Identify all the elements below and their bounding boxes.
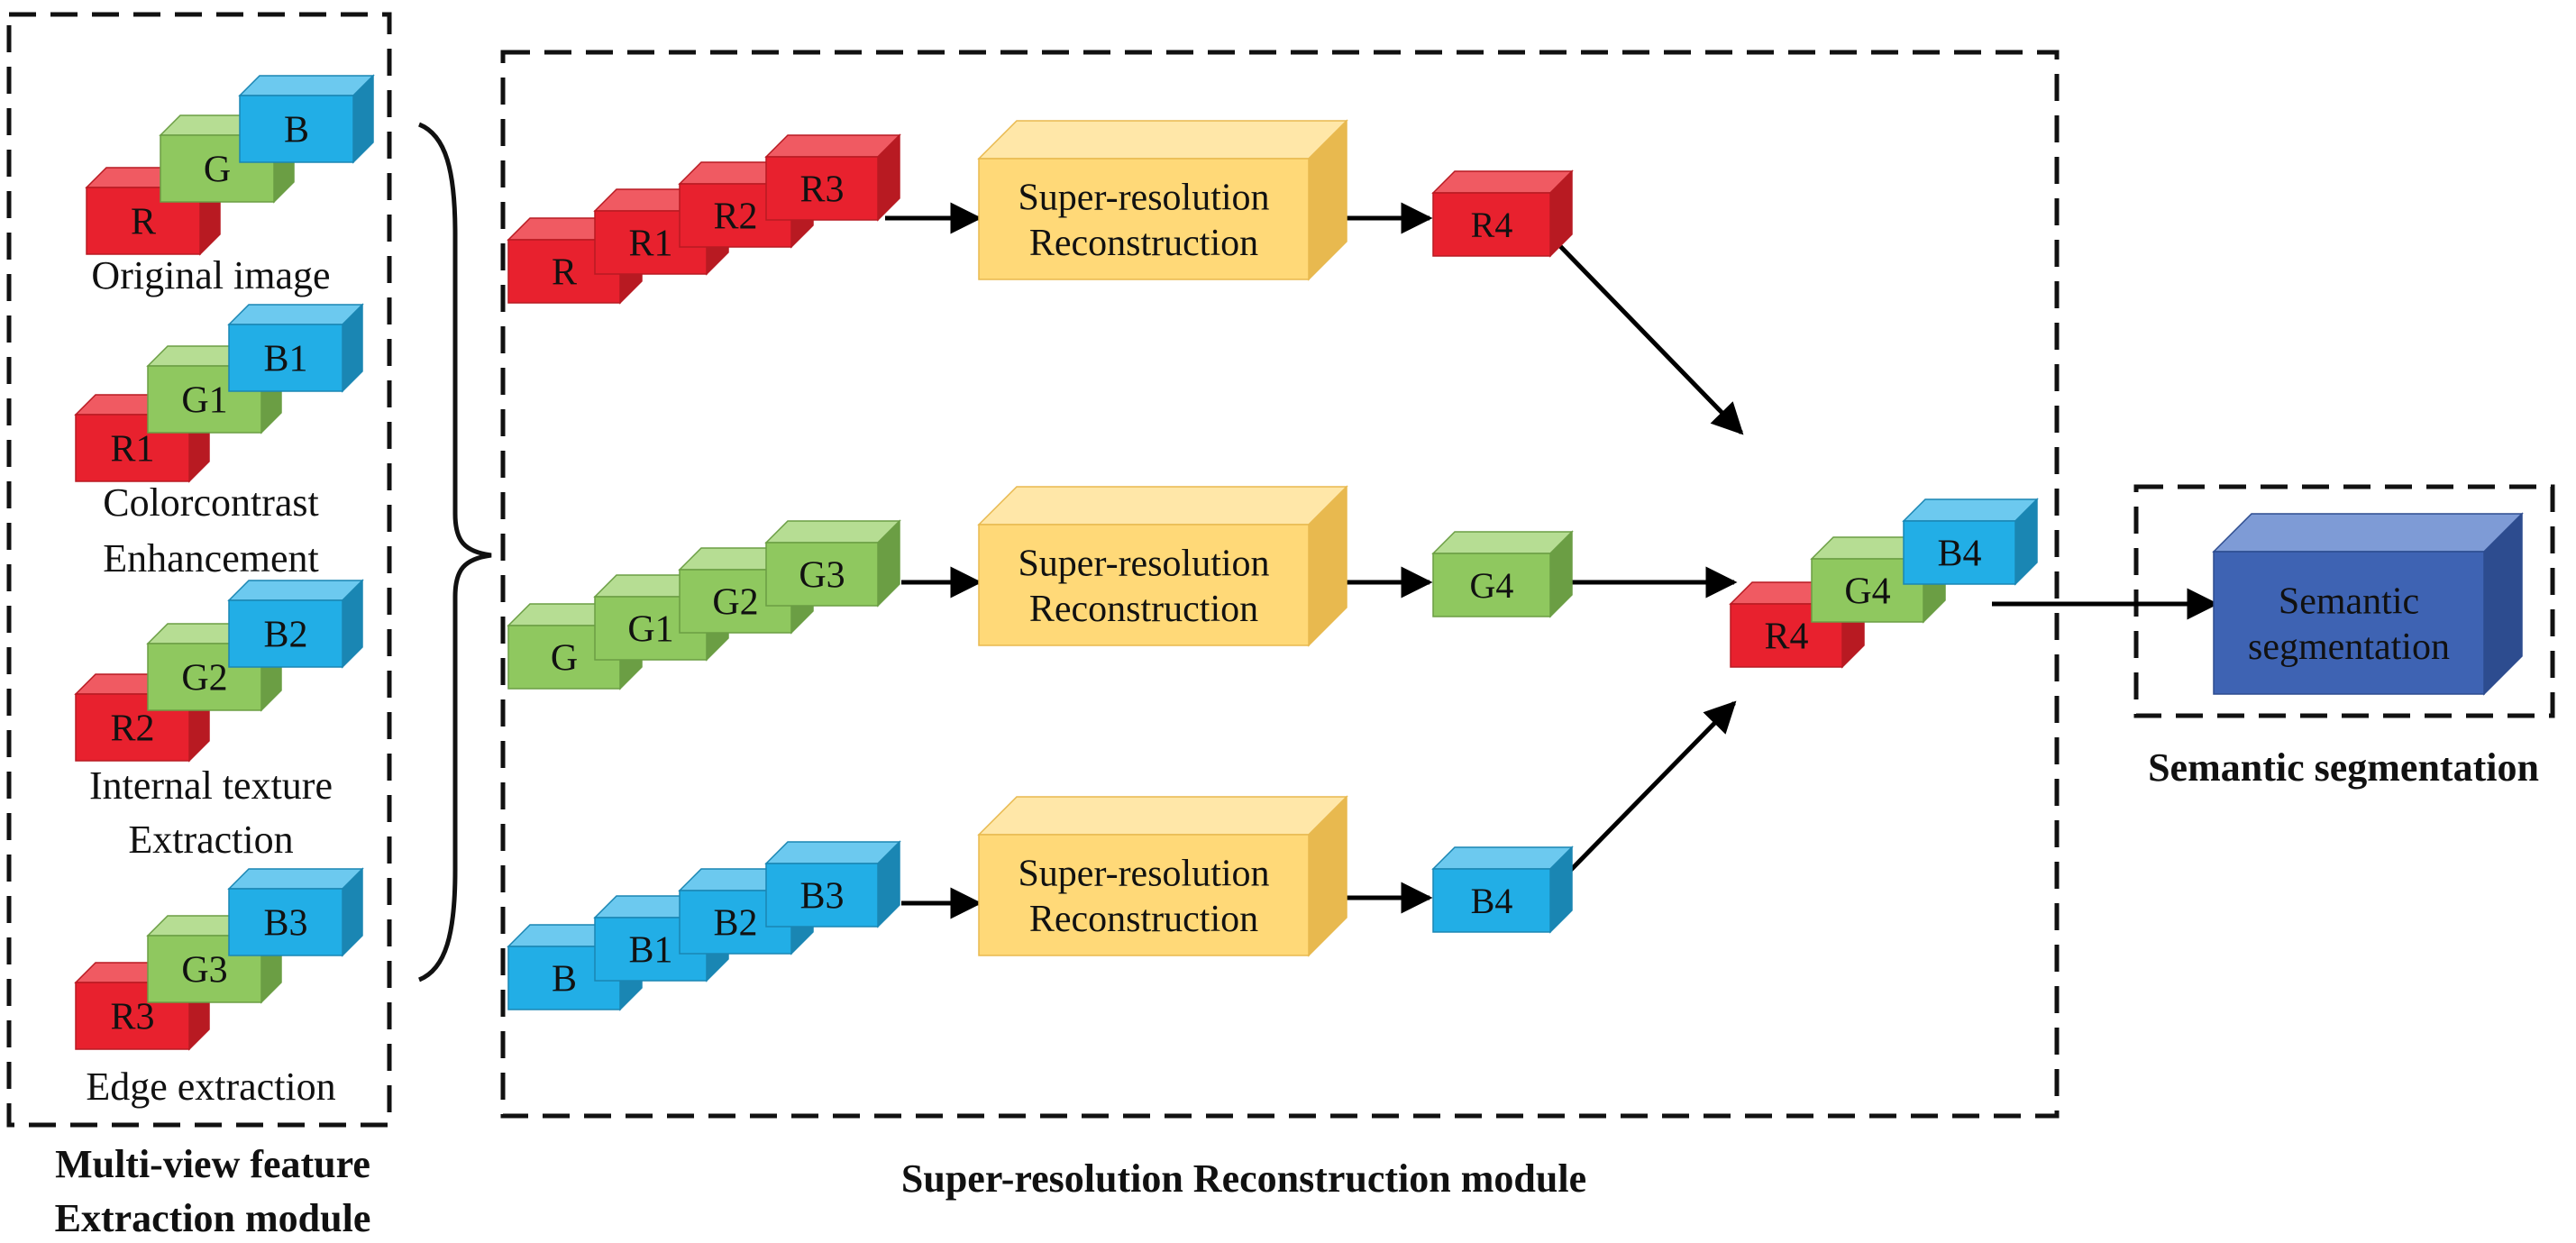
view3-cube-b3-label: B3 <box>263 903 307 945</box>
row-red-cube-r-label: R <box>552 252 577 294</box>
arrows <box>885 202 2219 919</box>
view-caption-texture-line2: Extraction <box>128 818 293 862</box>
merged-cube-r4-label: R4 <box>1764 617 1808 658</box>
row-red-cube-r3: R3 <box>764 133 901 222</box>
merged-cube-b4: B4 <box>1902 498 2039 586</box>
row-green-cube-g2-label: G2 <box>712 582 758 624</box>
row-blue-cube-b2-label: B2 <box>713 903 757 945</box>
view0-cube-b: B <box>238 74 375 164</box>
row-blue-cube-b3-label: B3 <box>799 876 844 918</box>
row-green-superres-block-label: Super-resolution <box>1018 544 1269 585</box>
row-green-cube-g-label: G <box>551 638 578 680</box>
view-caption-texture-line1: Internal texture <box>89 763 333 808</box>
view2-cube-b2-label: B2 <box>263 615 307 656</box>
segmentation-module-frame <box>2133 484 2555 718</box>
row-blue-output-cube: B4 <box>1431 845 1574 934</box>
multiview-module-caption-line1: Multi-view feature <box>55 1142 370 1186</box>
row-red-output-cube-label: R4 <box>1471 205 1513 245</box>
arrow-r4-to-merge <box>1556 242 1744 435</box>
row-blue-output-cube-label: B4 <box>1471 881 1513 921</box>
view1-cube-b1-label: B1 <box>263 339 307 380</box>
view2-cube-b2: B2 <box>227 579 364 669</box>
view0-cube-r-label: R <box>131 202 156 243</box>
segmentation-box-label: segmentation <box>2248 626 2450 668</box>
row-green-superres-block-label: Reconstruction <box>1029 589 1258 630</box>
row-red-cube-r3-label: R3 <box>799 169 844 211</box>
arrow-b4-to-merge <box>1568 700 1737 873</box>
view3-cube-g3-label: G3 <box>181 950 227 992</box>
segmentation-box-label: Semantic <box>2279 581 2419 623</box>
row-blue-cube-b1-label: B1 <box>628 930 672 972</box>
row-green-output-cube: G4 <box>1431 530 1574 618</box>
row-green-output-cube-label: G4 <box>1470 565 1514 606</box>
row-blue-superres-block-label: Super-resolution <box>1018 854 1269 895</box>
view1-cube-g1-label: G1 <box>181 380 227 422</box>
multiview-module-caption-line2: Extraction module <box>55 1196 371 1240</box>
row-blue-cube-b-label: B <box>552 959 577 1001</box>
row-blue-cube-b3: B3 <box>764 840 901 928</box>
superres-module-caption: Super-resolution Reconstruction module <box>901 1156 1586 1201</box>
row-red-superres-block-label: Super-resolution <box>1018 178 1269 219</box>
row-red-output-cube: R4 <box>1431 169 1574 258</box>
segmentation-module-caption: Semantic segmentation <box>2148 745 2539 790</box>
view3-cube-r3-label: R3 <box>110 997 154 1038</box>
view3-cube-b3: B3 <box>227 867 364 957</box>
row-green-cube-g3: G3 <box>764 519 901 608</box>
view-caption-contrast-line1: Colorcontrast <box>103 480 319 525</box>
row-green-cube-g3-label: G3 <box>799 555 845 597</box>
view0-cube-b-label: B <box>284 110 309 151</box>
row-red-superres-block-label: Reconstruction <box>1029 223 1258 264</box>
merged-cube-g4-label: G4 <box>1844 571 1890 613</box>
view-caption-contrast-line2: Enhancement <box>103 536 318 580</box>
view1-cube-b1: B1 <box>227 303 364 393</box>
view0-cube-g-label: G <box>204 150 231 191</box>
grouping-brace <box>417 122 492 983</box>
view1-cube-r1-label: R1 <box>110 429 154 471</box>
view-caption-edge: Edge extraction <box>86 1065 335 1109</box>
row-red-cube-r2-label: R2 <box>713 197 757 238</box>
row-red-cube-r1-label: R1 <box>628 224 672 265</box>
view2-cube-r2-label: R2 <box>110 708 154 750</box>
row-green-cube-g1-label: G1 <box>627 609 673 651</box>
view-caption-original: Original image <box>91 253 330 297</box>
multiview-module-frame <box>6 12 392 1128</box>
superres-module-frame <box>500 50 2060 1119</box>
view2-cube-g2-label: G2 <box>181 658 227 699</box>
merged-cube-g4: G4 <box>1810 535 1947 624</box>
merged-cube-b4-label: B4 <box>1937 534 1981 575</box>
row-blue-superres-block-label: Reconstruction <box>1029 899 1258 940</box>
